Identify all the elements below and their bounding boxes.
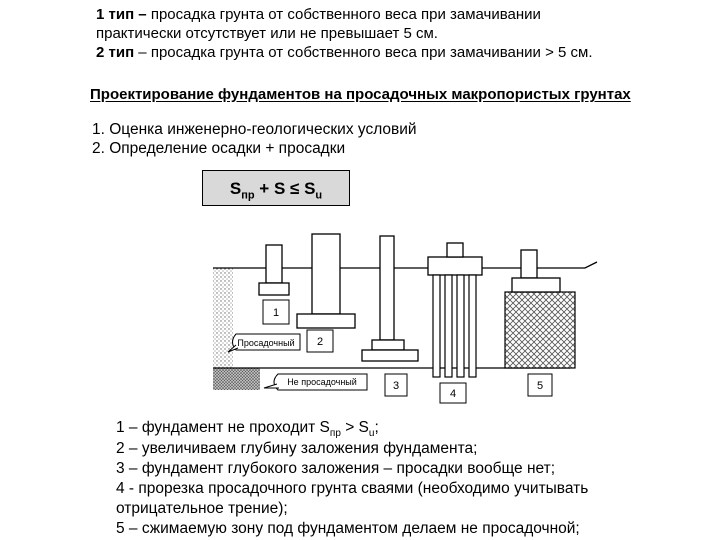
legend-line-1: 1 – фундамент не проходит Sпр > Su; bbox=[116, 419, 379, 440]
type1-text: просадка грунта от собственного веса при… bbox=[146, 6, 541, 23]
number-box-1 bbox=[262, 299, 290, 325]
step-1: 1. Оценка инженерно-геологических услови… bbox=[92, 121, 417, 138]
foundation-1 bbox=[258, 244, 290, 296]
intro-line-1: 1 тип – просадка грунта от собственного … bbox=[96, 6, 541, 24]
number-2: 2 bbox=[317, 336, 323, 348]
foundation-2 bbox=[296, 233, 356, 329]
legend-line-4a: 4 - прорезка просадочного грунта сваями … bbox=[116, 480, 589, 497]
collapsible-soil bbox=[213, 268, 233, 368]
callout-collapsible: Просадочный bbox=[227, 333, 301, 353]
number-5: 5 bbox=[537, 380, 543, 392]
legend-line-5: 5 – сжимаемую зону под фундаментом делае… bbox=[116, 520, 580, 537]
legend-line-2: 2 – увеличиваем глубину заложения фундам… bbox=[116, 440, 478, 457]
number-box-5 bbox=[527, 373, 553, 397]
step-2: 2. Определение осадки + просадки bbox=[92, 140, 346, 157]
intro-line-3: 2 тип – просадка грунта от собственного … bbox=[96, 44, 593, 62]
section-heading: Проектирование фундаментов на просадочны… bbox=[90, 86, 631, 103]
number-box-4 bbox=[439, 382, 467, 404]
number-box-2 bbox=[306, 329, 334, 353]
foundation-5 bbox=[511, 249, 561, 293]
type1-label: 1 тип – bbox=[96, 6, 147, 23]
settlement-formula: Sпр + S ≤ Su bbox=[202, 170, 350, 206]
legend-line-4b: отрицательное трение); bbox=[116, 500, 288, 517]
legend-line-3: 3 – фундамент глубокого заложения – прос… bbox=[116, 460, 556, 477]
foundation-3 bbox=[361, 235, 419, 362]
type2-text: – просадка грунта от собственного веса п… bbox=[134, 44, 593, 61]
foundation-4 bbox=[427, 242, 483, 378]
compacted-zone bbox=[504, 291, 576, 369]
number-box-3 bbox=[384, 373, 408, 397]
type2-label: 2 тип bbox=[96, 44, 135, 61]
number-3: 3 bbox=[393, 380, 399, 392]
callout-collapsible-text: Просадочный bbox=[237, 338, 294, 348]
intro-line-2: практически отсутствует или не превышает… bbox=[96, 25, 438, 42]
callout-non-collapsible-text: Не просадочный bbox=[287, 377, 357, 387]
number-4: 4 bbox=[450, 388, 456, 400]
number-1: 1 bbox=[273, 307, 279, 319]
non-collapsible-soil bbox=[213, 368, 260, 390]
callout-non-collapsible: Не просадочный bbox=[263, 373, 368, 391]
